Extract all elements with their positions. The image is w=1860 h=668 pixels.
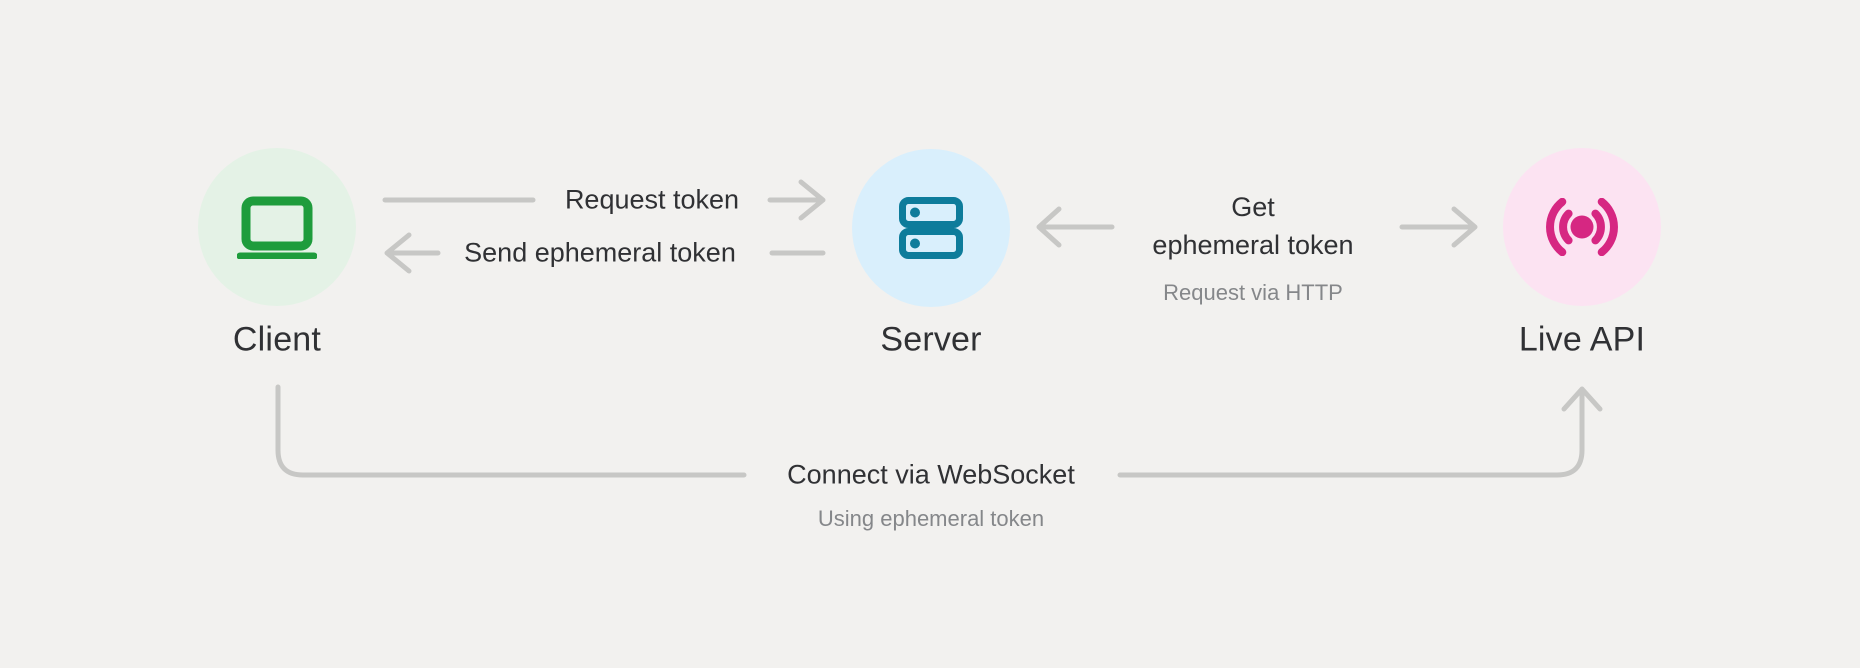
get-ephemeral-token-label: Get ephemeral token: [1152, 188, 1353, 264]
server-label: Server: [880, 320, 982, 359]
live-api-node: [1503, 148, 1661, 306]
websocket-path-left: [275, 384, 747, 478]
websocket-path-right-arrow-up-icon: [1117, 386, 1603, 478]
client-node: [198, 148, 356, 306]
get-token-arrow-left-icon: [1036, 206, 1115, 248]
connect-websocket-label: Connect via WebSocket: [787, 459, 1075, 490]
server-icon: [899, 197, 963, 259]
get-ephemeral-token-label-line2: ephemeral token: [1152, 230, 1354, 260]
get-token-arrow-right-icon: [1399, 206, 1478, 248]
live-api-label: Live API: [1518, 320, 1646, 359]
using-ephemeral-token-sublabel: Using ephemeral token: [817, 506, 1045, 531]
request-token-arrow-right-icon: [767, 179, 826, 221]
request-via-http-sublabel: Request via HTTP: [1163, 280, 1343, 305]
server-node: [852, 149, 1010, 307]
send-ephemeral-token-label: Send ephemeral token: [464, 237, 736, 268]
request-token-label: Request token: [564, 184, 740, 215]
laptop-icon: [237, 196, 317, 259]
send-token-arrow-left-icon: [384, 232, 441, 274]
broadcast-icon: [1546, 198, 1618, 256]
client-label: Client: [232, 320, 322, 359]
get-ephemeral-token-label-line1: Get: [1231, 192, 1275, 222]
